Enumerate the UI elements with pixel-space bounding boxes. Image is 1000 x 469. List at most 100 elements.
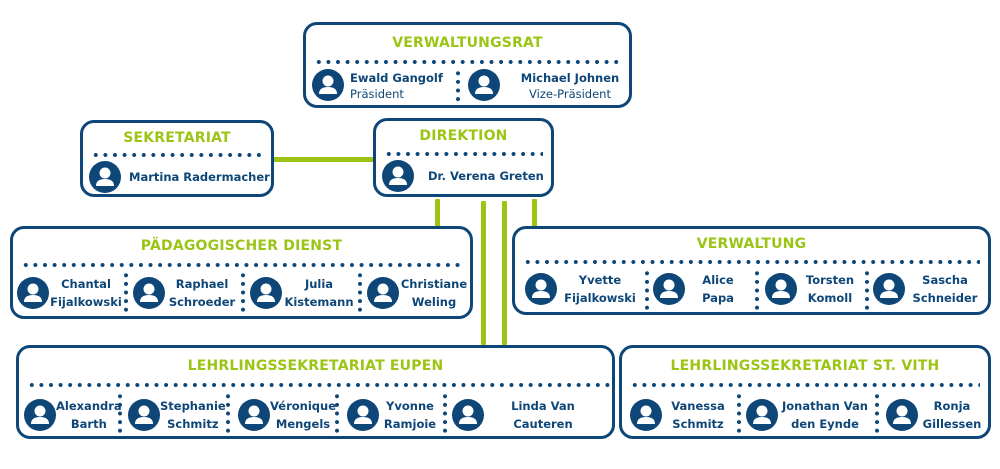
user-avatar-icon <box>452 399 484 431</box>
divider <box>737 392 741 436</box>
unit-title: LEHRLINGSSEKRETARIAT ST. VITH <box>670 358 940 374</box>
user-avatar-icon <box>128 399 160 431</box>
divider <box>875 392 879 436</box>
unit-title: DIREKTION <box>419 128 508 144</box>
divider <box>865 269 869 311</box>
member-card: Jonathan Van den Eynde <box>746 397 872 433</box>
user-avatar-icon <box>382 160 414 192</box>
member-card: Dr. Verena Greten <box>382 160 544 192</box>
member-name: Dr. Verena Greten <box>428 169 544 183</box>
divider <box>358 271 362 315</box>
member-name-line: Christiane <box>400 277 468 291</box>
member-name-line: Chantal <box>61 277 111 291</box>
divider <box>645 269 649 311</box>
divider <box>91 153 263 157</box>
unit-title: VERWALTUNGSRAT <box>392 35 543 51</box>
divider <box>124 271 128 315</box>
member-name-line: Cauteren <box>513 417 573 431</box>
member-name-line: Barth <box>70 417 107 431</box>
user-avatar-icon <box>133 277 165 309</box>
member-name: Martina Radermacher <box>129 170 270 184</box>
member-name-line: Schroeder <box>168 295 236 309</box>
member-name: Jonathan Van den Eynde <box>778 397 872 433</box>
divider <box>314 60 621 64</box>
unit-direktion: DIREKTION Dr. Verena Greten <box>373 118 554 197</box>
user-avatar-icon <box>765 273 797 305</box>
user-avatar-icon <box>89 161 121 193</box>
unit-title: VERWALTUNG <box>696 236 807 252</box>
member-name-line: Yvonne <box>386 399 434 413</box>
user-avatar-icon <box>873 273 905 305</box>
divider <box>335 392 339 436</box>
divider <box>21 263 462 267</box>
divider <box>630 383 980 387</box>
divider <box>241 271 245 315</box>
member-name-line: Alexandra <box>56 399 122 413</box>
member-name-line: Weling <box>411 295 457 309</box>
member-name-line: Alice <box>702 273 734 287</box>
divider <box>523 260 980 264</box>
member-card: Ewald Gangolf Präsident <box>312 69 443 101</box>
member-name-line: den Eynde <box>791 417 859 431</box>
member-name-line: Ramjoie <box>383 417 437 431</box>
member-card: Martina Radermacher <box>89 161 270 193</box>
divider <box>443 392 447 436</box>
unit-sekretariat: SEKRETARIAT Martina Radermacher <box>80 120 274 197</box>
divider <box>118 392 122 436</box>
member-name-line: Sascha <box>922 273 968 287</box>
connector-direktion-lehrlingssekretariat-eupen <box>481 201 486 345</box>
user-avatar-icon <box>238 399 270 431</box>
member-role: Präsident <box>350 87 404 101</box>
user-avatar-icon <box>746 399 778 431</box>
member-name-line: Véronique <box>270 399 336 413</box>
user-avatar-icon <box>630 399 662 431</box>
member-name-line: Linda Van <box>511 399 575 413</box>
user-avatar-icon <box>24 399 56 431</box>
user-avatar-icon <box>312 69 344 101</box>
user-avatar-icon <box>347 399 379 431</box>
member-name-line: Fijalkowski <box>564 291 636 305</box>
member-name-line: Schneider <box>912 291 978 305</box>
member-name-line: Schmitz <box>167 417 219 431</box>
member-name-line: Raphael <box>175 277 229 291</box>
member-name-line: Gillessen <box>922 417 982 431</box>
connector-direktion-lehrlingssekretariat-st-vith <box>502 201 507 345</box>
member-name-line: Vanessa <box>671 399 725 413</box>
member-name-line: Schmitz <box>672 417 724 431</box>
member-name-line: Ronja <box>933 399 971 413</box>
user-avatar-icon <box>367 277 399 309</box>
divider <box>226 392 230 436</box>
member-name-line: Komoll <box>807 291 853 305</box>
member-name-line: Jonathan Van <box>782 399 868 413</box>
member-name-line: Torsten <box>805 273 855 287</box>
user-avatar-icon <box>468 69 500 101</box>
unit-title: LEHRLINGSSEKRETARIAT EUPEN <box>187 358 444 374</box>
divider <box>27 383 612 387</box>
divider <box>755 269 759 311</box>
member-role: Vize-Präsident <box>529 87 611 101</box>
user-avatar-icon <box>250 277 282 309</box>
